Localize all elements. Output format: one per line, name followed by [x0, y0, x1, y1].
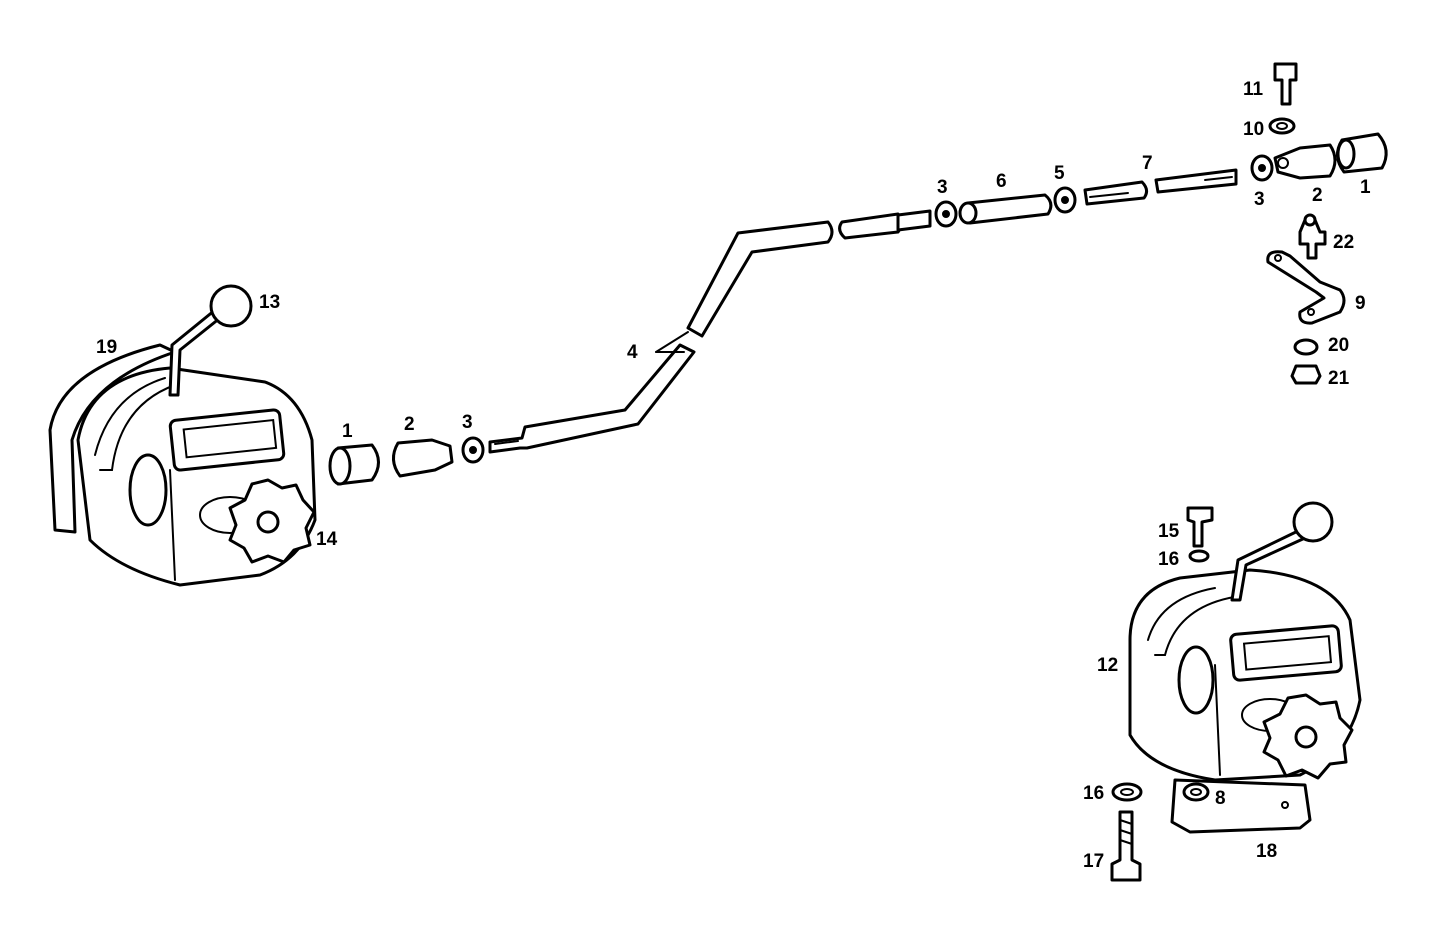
cap-2-left — [392, 438, 454, 478]
washer-20 — [1293, 338, 1319, 356]
label-12: 12 — [1097, 655, 1118, 676]
label-18: 18 — [1256, 841, 1277, 862]
label-10: 10 — [1243, 119, 1264, 140]
label-20: 20 — [1328, 335, 1349, 356]
label-16-bottom: 16 — [1083, 783, 1104, 804]
label-17: 17 — [1083, 851, 1104, 872]
rod-7-right — [1154, 168, 1238, 194]
label-9: 9 — [1355, 293, 1366, 314]
left-linkage — [328, 343, 696, 486]
label-5: 5 — [1054, 163, 1065, 184]
right-linkage — [1250, 62, 1388, 385]
bolt-11 — [1273, 62, 1298, 106]
label-3-right: 3 — [1254, 189, 1265, 210]
label-1-right: 1 — [1360, 177, 1371, 198]
pin-15 — [1186, 506, 1214, 548]
label-13: 13 — [259, 292, 280, 313]
bolt-17 — [1110, 810, 1142, 882]
lever-ball-13 — [209, 284, 253, 328]
label-2-right: 2 — [1312, 185, 1323, 206]
label-7: 7 — [1142, 153, 1153, 174]
washer-16-bottom — [1111, 782, 1143, 802]
label-22: 22 — [1333, 232, 1354, 253]
label-19: 19 — [96, 337, 117, 358]
washer-16-top — [1188, 549, 1210, 563]
label-3-left: 3 — [462, 412, 473, 433]
rod-7-left — [1083, 180, 1149, 206]
label-21: 21 — [1328, 368, 1350, 389]
label-15: 15 — [1158, 521, 1180, 542]
rod-4-lower — [488, 343, 696, 454]
label-4: 4 — [627, 342, 638, 363]
right-control-housing — [1110, 501, 1362, 882]
label-16-top: 16 — [1158, 549, 1179, 570]
rod-4-upper — [686, 220, 834, 338]
label-2-left: 2 — [404, 414, 415, 435]
label-11: 11 — [1243, 79, 1264, 100]
washer-10 — [1268, 117, 1296, 135]
tube-6 — [963, 193, 1053, 225]
label-8: 8 — [1215, 788, 1226, 809]
lever-plate-9 — [1266, 250, 1346, 325]
left-control-housing — [48, 284, 317, 587]
cap-2-right — [1273, 143, 1337, 180]
middle-linkage — [838, 168, 1238, 240]
right-lever-ball — [1292, 501, 1334, 543]
label-6: 6 — [996, 171, 1007, 192]
label-3-mid: 3 — [937, 177, 948, 198]
washer-8 — [1182, 782, 1210, 802]
ball-stud-22 — [1298, 218, 1327, 260]
part-labels: 1 2 3 4 13 19 14 3 6 5 7 11 10 3 2 1 22 … — [96, 79, 1371, 872]
label-1-left: 1 — [342, 421, 353, 442]
label-14: 14 — [316, 529, 338, 550]
nut-21 — [1290, 364, 1322, 385]
